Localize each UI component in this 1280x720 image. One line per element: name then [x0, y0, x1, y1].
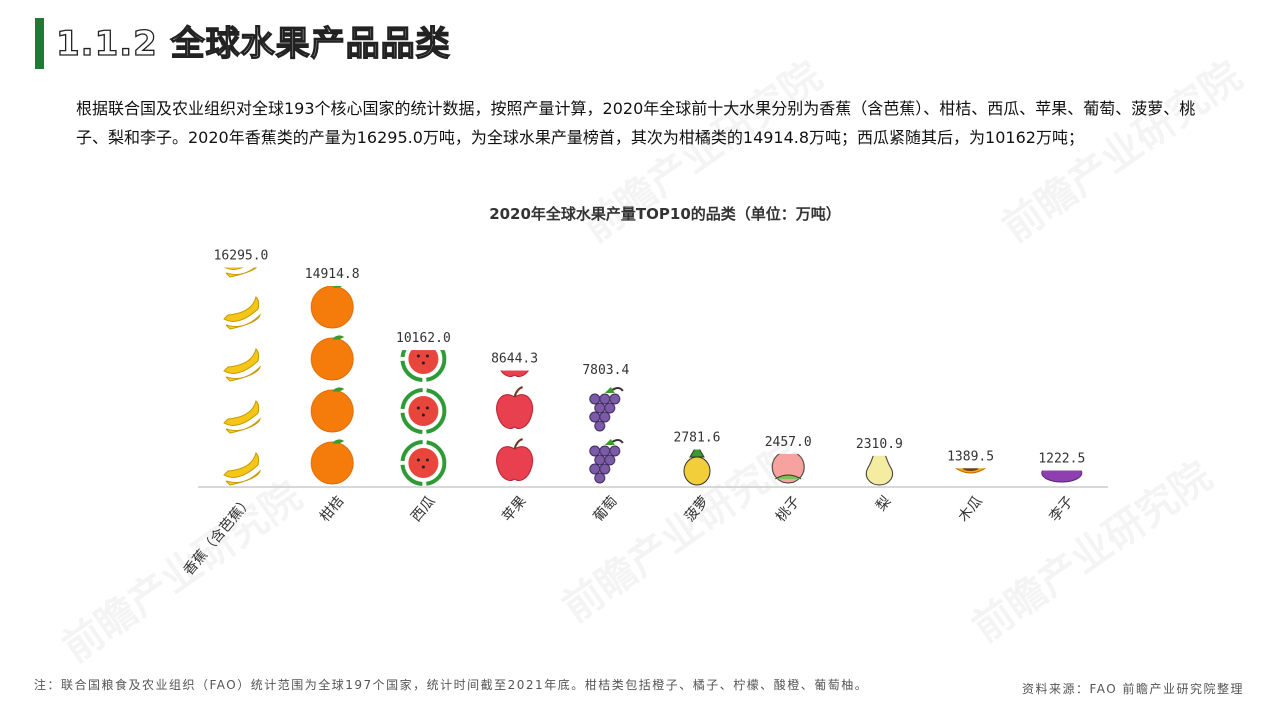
value-label: 16295.0 — [214, 248, 269, 263]
value-label: 2781.6 — [674, 431, 721, 446]
x-tick-label: 梨 — [873, 493, 894, 514]
x-tick-label: 苹果 — [499, 493, 529, 525]
value-label: 1389.5 — [947, 449, 994, 464]
value-label: 1222.5 — [1038, 452, 1085, 467]
x-tick-label: 葡萄 — [591, 493, 621, 525]
value-label: 8644.3 — [491, 352, 538, 367]
bar-papaya — [947, 468, 994, 487]
value-label: 10162.0 — [396, 331, 451, 346]
source-text: 资料来源：FAO 前瞻产业研究院整理 — [1021, 682, 1244, 696]
x-tick-label: 西瓜 — [408, 493, 438, 525]
footnote: 注：联合国粮食及农业组织（FAO）统计范围为全球197个国家，统计时间截至202… — [34, 678, 869, 692]
x-tick-label: 木瓜 — [955, 493, 985, 525]
bar-pear — [856, 455, 903, 487]
x-tick-label: 李子 — [1047, 493, 1077, 525]
value-label: 2310.9 — [856, 437, 903, 452]
page-title: 1.1.2 全球水果产品品类 — [55, 23, 451, 64]
value-label: 2457.0 — [765, 435, 812, 450]
bar-pineapple — [674, 449, 720, 487]
bar-apple — [491, 370, 538, 487]
bar-peach — [765, 453, 812, 487]
chart-title: 2020年全球水果产量TOP10的品类（单位：万吨） — [489, 205, 841, 223]
x-tick-label: 桃子 — [773, 493, 803, 525]
bar-watermelon — [400, 350, 447, 487]
title-accent-bar — [35, 18, 44, 69]
bar-grape — [582, 381, 629, 487]
value-label: 7803.4 — [582, 363, 629, 378]
intro-paragraph: 根据联合国及农业组织对全球193个核心国家的统计数据，按照产量计算，2020年全… — [76, 99, 1196, 147]
bar-orange — [309, 286, 356, 487]
x-tick-label: 菠萝 — [682, 493, 712, 525]
x-tick-label: 香蕉（含芭蕉） — [180, 493, 256, 579]
value-label: 14914.8 — [305, 267, 360, 282]
x-tick-label: 柑桔 — [317, 493, 347, 525]
bar-plum — [1038, 470, 1085, 487]
bar-banana — [218, 267, 264, 487]
